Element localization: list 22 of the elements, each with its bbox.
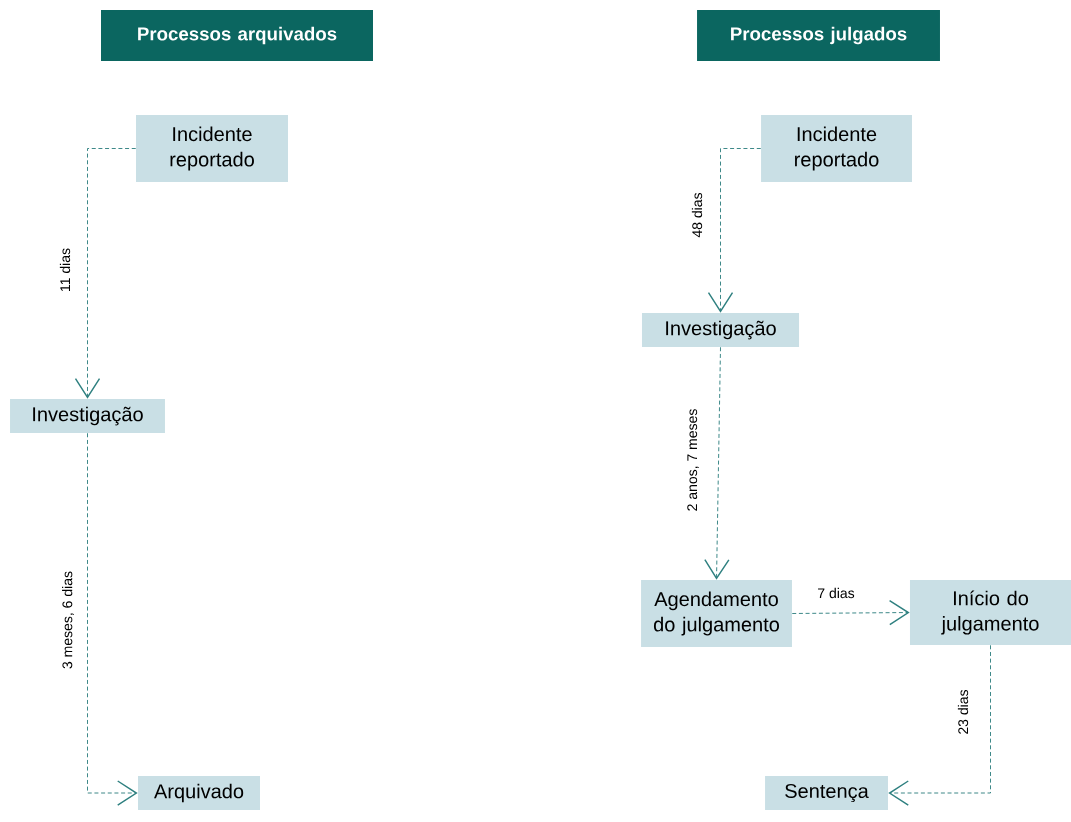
header-box: Processos julgados [697,10,940,61]
edge-label: 11 dias [58,246,72,294]
process-box: Agendamento do julgamento [641,580,792,647]
process-box: Incidente reportado [136,115,288,182]
process-box: Sentença [765,776,888,810]
arrow [791,599,910,626]
arrow [888,644,991,806]
edge-label: 3 meses, 6 dias [60,569,76,671]
edge-label: 7 dias [816,586,856,600]
edge-label: 48 dias [690,191,704,239]
header-box: Processos arquivados [101,10,373,61]
process-box: Investigação [642,313,800,347]
edge-label: 2 anos, 7 meses [685,407,701,513]
process-box: Início do julgamento [910,580,1071,646]
process-box: Incidente reportado [761,115,912,182]
arrow [87,432,138,806]
edge-label: 23 dias [956,688,970,736]
arrow [707,148,762,313]
process-box: Arquivado [138,776,260,810]
arrow [704,346,730,580]
arrow [74,148,137,399]
process-box: Investigação [10,399,165,433]
